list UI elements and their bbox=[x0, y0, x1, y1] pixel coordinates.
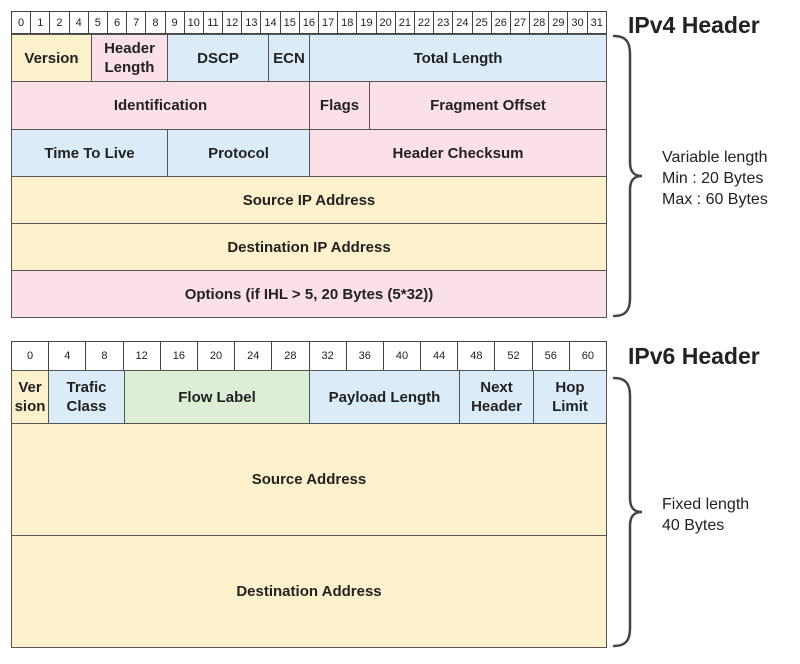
ipv4-bit-label: 18 bbox=[338, 12, 358, 33]
ipv4-bit-label: 28 bbox=[530, 12, 550, 33]
ipv4-header-checksum-field: Header Checksum bbox=[309, 129, 607, 177]
ipv4-bit-label: 2 bbox=[50, 12, 70, 33]
ipv4-source-ip-field: Source IP Address bbox=[11, 176, 607, 224]
ipv6-bit-label: 4 bbox=[49, 342, 87, 370]
ipv4-bit-label: 12 bbox=[223, 12, 243, 33]
ipv6-payload-length-field: Payload Length bbox=[309, 370, 460, 424]
ipv4-bit-label: 8 bbox=[146, 12, 166, 33]
ipv4-bit-label: 6 bbox=[108, 12, 128, 33]
ipv6-title: IPv6 Header bbox=[628, 343, 760, 369]
ipv6-bit-label: 52 bbox=[495, 342, 533, 370]
ipv4-flags-field: Flags bbox=[309, 81, 370, 130]
ipv4-bit-label: 19 bbox=[357, 12, 377, 33]
ipv6-hop-limit-field: Hop Limit bbox=[533, 370, 607, 424]
ipv4-bit-label: 5 bbox=[89, 12, 108, 33]
ipv4-length-note: Variable length Min : 20 Bytes Max : 60 … bbox=[662, 149, 768, 208]
ipv4-bit-label: 31 bbox=[590, 16, 603, 29]
ipv4-destination-ip-field: Destination IP Address bbox=[11, 223, 607, 271]
ipv4-identification-field: Identification bbox=[11, 81, 310, 130]
ipv4-bit-label: 9 bbox=[166, 12, 185, 33]
ipv4-bit-label: 23 bbox=[434, 12, 454, 33]
ipv6-bit-label: 24 bbox=[235, 342, 273, 370]
ipv6-bit-label: 8 bbox=[86, 342, 124, 370]
ipv4-bit-label: 30 bbox=[568, 12, 588, 33]
ipv4-bit-label: 17 bbox=[319, 12, 339, 33]
ipv4-ecn-field: ECN bbox=[268, 34, 310, 82]
ipv6-bit-label: 60 bbox=[581, 350, 595, 362]
ipv4-bit-label: 16 bbox=[300, 12, 319, 33]
ipv6-source-address-field: Source Address bbox=[11, 423, 607, 536]
ipv4-bit-label: 0 bbox=[12, 12, 32, 33]
ipv6-bit-label: 44 bbox=[421, 342, 459, 370]
ipv4-bit-label: 26 bbox=[492, 12, 511, 33]
ipv4-version-field: Version bbox=[11, 34, 92, 82]
ipv4-total-length-field: Total Length bbox=[309, 34, 607, 82]
ipv4-bit-label: 20 bbox=[377, 12, 396, 33]
ipv4-fragment-offset-field: Fragment Offset bbox=[369, 81, 607, 130]
ipv4-bit-label: 27 bbox=[511, 12, 531, 33]
ipv6-traffic-class-field: Trafic Class bbox=[48, 370, 125, 424]
ipv4-bit-label: 15 bbox=[281, 12, 300, 33]
ipv4-bit-label: 10 bbox=[185, 12, 204, 33]
ipv6-bit-label: 16 bbox=[161, 342, 198, 370]
ipv6-version-field: Ver sion bbox=[11, 370, 49, 424]
ipv6-bit-label: 56 bbox=[533, 342, 570, 370]
ipv4-bit-label: 21 bbox=[396, 12, 415, 33]
ipv4-bit-label: 25 bbox=[473, 12, 492, 33]
ipv6-next-header-field: Next Header bbox=[459, 370, 534, 424]
ipv6-bit-label: 36 bbox=[347, 342, 384, 370]
ipv4-bit-label: 11 bbox=[204, 12, 224, 33]
ipv6-length-note: Fixed length 40 Bytes bbox=[662, 496, 750, 534]
ipv6-destination-address-field: Destination Address bbox=[11, 535, 607, 648]
ipv4-dscp-field: DSCP bbox=[167, 34, 269, 82]
ipv4-brace bbox=[612, 34, 643, 318]
ipv4-title: IPv4 Header bbox=[628, 12, 760, 38]
ipv6-bit-label: 40 bbox=[384, 342, 422, 370]
ipv4-bit-label: 14 bbox=[261, 12, 281, 33]
ipv6-bit-label: 20 bbox=[198, 342, 236, 370]
ipv6-bit-label: 48 bbox=[458, 342, 496, 370]
ipv4-bit-label: 24 bbox=[453, 12, 473, 33]
ipv6-brace bbox=[612, 376, 643, 648]
ipv6-bit-label: 28 bbox=[272, 342, 310, 370]
ipv6-bit-label: 0 bbox=[12, 342, 50, 370]
ipv4-protocol-field: Protocol bbox=[167, 129, 310, 177]
ipv4-bit-label: 4 bbox=[70, 12, 89, 33]
ipv4-bit-label: 13 bbox=[242, 12, 262, 33]
ipv4-options-field: Options (if IHL > 5, 20 Bytes (5*32)) bbox=[11, 270, 607, 318]
ipv6-bit-label: 32 bbox=[310, 342, 347, 370]
ipv4-bit-label: 29 bbox=[549, 12, 569, 33]
ipv6-flow-label-field: Flow Label bbox=[124, 370, 310, 424]
ipv6-bit-label: 12 bbox=[124, 342, 161, 370]
ipv4-bit-label: 7 bbox=[127, 12, 147, 33]
ipv4-bit-label: 22 bbox=[415, 12, 435, 33]
ipv4-header-length-field: Header Length bbox=[91, 34, 168, 82]
ipv4-ttl-field: Time To Live bbox=[11, 129, 168, 177]
ipv4-bit-label: 1 bbox=[31, 12, 51, 33]
